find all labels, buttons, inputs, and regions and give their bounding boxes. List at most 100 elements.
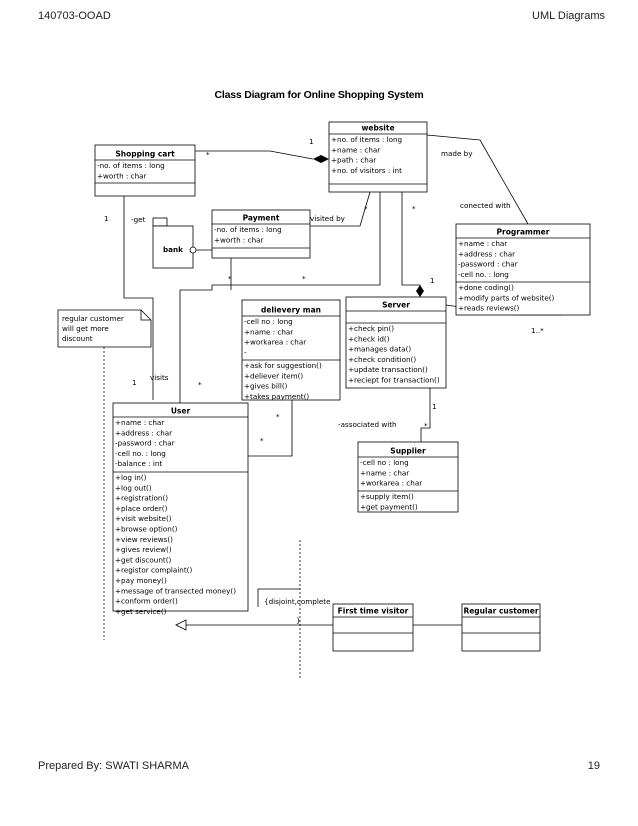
class-attribute: -balance : int bbox=[115, 459, 162, 468]
class-method: +pay money() bbox=[115, 576, 167, 585]
class-attribute: +address : char bbox=[115, 428, 172, 437]
constraint-brace-line bbox=[257, 588, 300, 607]
class-name: Payment bbox=[243, 214, 280, 223]
class-method: +manages data() bbox=[348, 345, 411, 354]
class-attribute: +address : char bbox=[458, 249, 515, 258]
class-delivery-man: delievery man -cell no : long+name : char… bbox=[241, 299, 341, 401]
class-method: +get service() bbox=[115, 607, 167, 616]
class-attribute: - bbox=[244, 348, 247, 357]
class-method: +check id() bbox=[348, 334, 390, 343]
class-name: Server bbox=[382, 301, 410, 310]
line-server-supplier bbox=[420, 388, 431, 442]
class-method: +supply item() bbox=[360, 492, 414, 501]
dashed-lines bbox=[103, 343, 301, 680]
line-cart-user bbox=[123, 196, 154, 400]
class-method: +gives bill() bbox=[244, 382, 288, 391]
mult-1-visits: 1 bbox=[132, 378, 137, 387]
class-shopping-cart: Shopping cart -no. of items : long+worth … bbox=[94, 144, 196, 197]
note-line-1: regular customer bbox=[62, 314, 124, 323]
class-attribute: +name : char bbox=[458, 239, 507, 248]
class-server: Server +check pin()+check id() +manages da… bbox=[345, 296, 447, 389]
class-attribute: -cell no : long bbox=[244, 317, 293, 326]
class-method: +view reviews() bbox=[115, 535, 173, 544]
class-name: Shopping cart bbox=[115, 150, 175, 159]
mult-star-web-right: * bbox=[412, 204, 416, 213]
class-method: +ask for suggestion() bbox=[244, 361, 322, 370]
class-attribute: +name : char bbox=[360, 468, 409, 477]
class-name: User bbox=[171, 407, 191, 416]
class-method: +check condition() bbox=[348, 355, 416, 364]
mult-star-pay1: * bbox=[228, 274, 232, 283]
class-name: Regular customer bbox=[463, 607, 538, 616]
class-attribute: +name : char bbox=[244, 327, 293, 336]
class-attribute: +path : char bbox=[331, 156, 376, 165]
class-method: +browse option() bbox=[115, 525, 178, 534]
class-method: +conform order() bbox=[115, 597, 178, 606]
class-name: delievery man bbox=[261, 306, 321, 315]
class-attribute: +name : char bbox=[331, 145, 380, 154]
class-attribute: -password : char bbox=[115, 439, 175, 448]
class-method: +takes payment() bbox=[244, 392, 309, 401]
bank-package: bank bbox=[152, 217, 197, 269]
class-method: +deliever item() bbox=[244, 371, 303, 380]
header-right: UML Diagrams bbox=[532, 10, 605, 22]
class-regular-customer: Regular customer bbox=[461, 603, 541, 652]
mult-star-visits: * bbox=[198, 380, 202, 389]
note-line-3: discount bbox=[62, 334, 93, 343]
line-website-cart bbox=[195, 150, 314, 160]
class-attribute: +workarea : char bbox=[360, 479, 422, 488]
mult-star-user1: * bbox=[276, 412, 280, 421]
line-website-user bbox=[179, 192, 381, 405]
class-attribute: +no. of items : long bbox=[331, 135, 402, 144]
label-get: -get bbox=[131, 215, 146, 224]
class-method: +update transaction() bbox=[348, 365, 428, 374]
header-left: 140703-OOAD bbox=[38, 10, 111, 22]
class-name: Programmer bbox=[497, 228, 550, 237]
class-attribute: -no. of items : long bbox=[97, 161, 165, 170]
mult-1n-programmer: 1..* bbox=[531, 326, 544, 335]
class-method: +log in() bbox=[115, 473, 147, 482]
mult-star-cart: * bbox=[206, 150, 210, 159]
mult-1-website: 1 bbox=[309, 137, 314, 146]
class-method: +check pin() bbox=[348, 324, 394, 333]
label-constraint: {disjoint,complete bbox=[264, 597, 331, 606]
line-website-programmer bbox=[426, 134, 529, 225]
diagram-title: Class Diagram for Online Shopping System bbox=[214, 89, 424, 101]
class-name: website bbox=[361, 124, 394, 133]
label-visited-by: visited by bbox=[310, 214, 346, 223]
class-method: +reads reviews() bbox=[458, 304, 520, 313]
class-method: +log out() bbox=[115, 483, 152, 492]
class-first-time-visitor: First time visitor bbox=[332, 603, 414, 652]
note: regular customer will get more discount bbox=[57, 309, 152, 348]
mult-star-web-left: * bbox=[364, 204, 368, 213]
line-user-delivery bbox=[248, 400, 293, 457]
label-visits: visits bbox=[150, 373, 169, 382]
mult-star-supplier: * bbox=[424, 421, 428, 430]
mult-star-user2: * bbox=[260, 436, 264, 445]
class-method: +get payment() bbox=[360, 502, 418, 511]
class-attribute: -cell no : long bbox=[360, 458, 409, 467]
class-attribute: +worth : char bbox=[97, 171, 147, 180]
class-programmer: Programmer +name : char+address : char -pa… bbox=[455, 223, 591, 316]
mult-1-supplier: 1 bbox=[432, 402, 437, 411]
class-name: Supplier bbox=[390, 447, 426, 456]
class-method: +visit website() bbox=[115, 514, 172, 523]
class-attribute: -cell no. : long bbox=[458, 270, 509, 279]
class-website: website +no. of items : long+name : char +… bbox=[328, 121, 428, 193]
class-attribute: -password : char bbox=[458, 260, 518, 269]
class-method: +modify parts of website() bbox=[458, 293, 555, 302]
class-name: First time visitor bbox=[338, 607, 409, 616]
class-method: +place order() bbox=[115, 504, 168, 513]
class-method: +reciept for transaction() bbox=[348, 376, 440, 385]
class-method: +registor complaint() bbox=[115, 566, 192, 575]
class-attribute: +worth : char bbox=[214, 235, 264, 244]
class-payment: Payment-no. of items : long+worth : char bbox=[211, 209, 311, 259]
class-method: +message of transected money() bbox=[115, 586, 236, 595]
label-connected-with: conected with bbox=[460, 201, 511, 210]
composition-diamond-website bbox=[313, 155, 329, 163]
note-line-2: will get more bbox=[62, 324, 109, 333]
class-method: +get discount() bbox=[115, 555, 171, 564]
class-method: +gives review() bbox=[115, 545, 172, 554]
class-attribute: -cell no. : long bbox=[115, 449, 166, 458]
class-attribute: +name : char bbox=[115, 418, 164, 427]
